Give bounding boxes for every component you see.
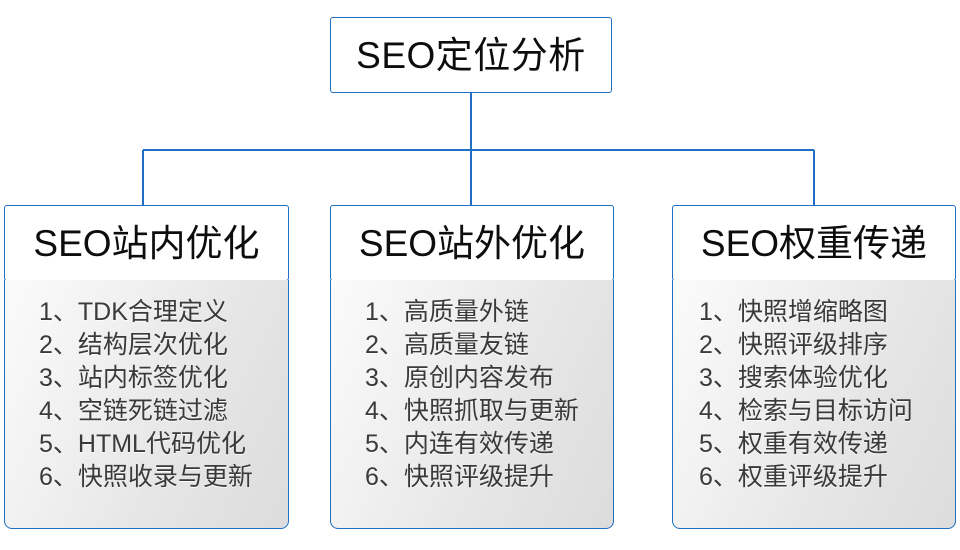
list-item: 1、快照增缩略图 (699, 298, 888, 326)
list-item: 4、检索与目标访问 (699, 397, 913, 425)
branch-column-seo-onsite[interactable]: SEO站内优化 1、TDK合理定义 2、结构层次优化 3、站内标签优化 4、空链… (4, 205, 289, 529)
list-item: 4、快照抓取与更新 (365, 397, 579, 425)
list-item: 3、站内标签优化 (39, 364, 228, 392)
branch-body-seo-onsite: 1、TDK合理定义 2、结构层次优化 3、站内标签优化 4、空链死链过滤 5、H… (4, 280, 289, 529)
list-item: 6、快照评级提升 (365, 463, 554, 491)
branch-list-seo-weight: 1、快照增缩略图 2、快照评级排序 3、搜索体验优化 4、检索与目标访问 5、权… (673, 296, 955, 494)
list-item: 6、权重评级提升 (699, 463, 888, 491)
list-item: 2、结构层次优化 (39, 331, 228, 359)
list-item: 5、权重有效传递 (699, 430, 888, 458)
list-item: 5、内连有效传递 (365, 430, 554, 458)
branch-header-label: SEO权重传递 (700, 222, 928, 264)
branch-header-seo-onsite[interactable]: SEO站内优化 (4, 205, 289, 281)
list-item: 3、原创内容发布 (365, 364, 554, 392)
branch-header-label: SEO站内优化 (33, 222, 260, 264)
list-item: 6、快照收录与更新 (39, 463, 253, 491)
list-item: 2、高质量友链 (365, 331, 529, 359)
branch-column-seo-offsite[interactable]: SEO站外优化 1、高质量外链 2、高质量友链 3、原创内容发布 4、快照抓取与… (330, 205, 614, 529)
branch-body-seo-weight: 1、快照增缩略图 2、快照评级排序 3、搜索体验优化 4、检索与目标访问 5、权… (672, 280, 956, 529)
list-item: 1、高质量外链 (365, 298, 529, 326)
branch-header-seo-offsite[interactable]: SEO站外优化 (330, 205, 614, 281)
branch-list-seo-onsite: 1、TDK合理定义 2、结构层次优化 3、站内标签优化 4、空链死链过滤 5、H… (5, 296, 288, 494)
root-node-label: SEO定位分析 (356, 34, 586, 76)
list-item: 5、HTML代码优化 (39, 430, 246, 458)
branch-header-seo-weight[interactable]: SEO权重传递 (672, 205, 956, 281)
branch-body-seo-offsite: 1、高质量外链 2、高质量友链 3、原创内容发布 4、快照抓取与更新 5、内连有… (330, 280, 614, 529)
list-item: 2、快照评级排序 (699, 331, 888, 359)
root-node[interactable]: SEO定位分析 (330, 17, 612, 93)
list-item: 4、空链死链过滤 (39, 397, 228, 425)
branch-list-seo-offsite: 1、高质量外链 2、高质量友链 3、原创内容发布 4、快照抓取与更新 5、内连有… (331, 296, 613, 494)
branch-column-seo-weight[interactable]: SEO权重传递 1、快照增缩略图 2、快照评级排序 3、搜索体验优化 4、检索与… (672, 205, 956, 529)
branch-header-label: SEO站外优化 (358, 222, 586, 264)
list-item: 3、搜索体验优化 (699, 364, 888, 392)
list-item: 1、TDK合理定义 (39, 298, 228, 326)
